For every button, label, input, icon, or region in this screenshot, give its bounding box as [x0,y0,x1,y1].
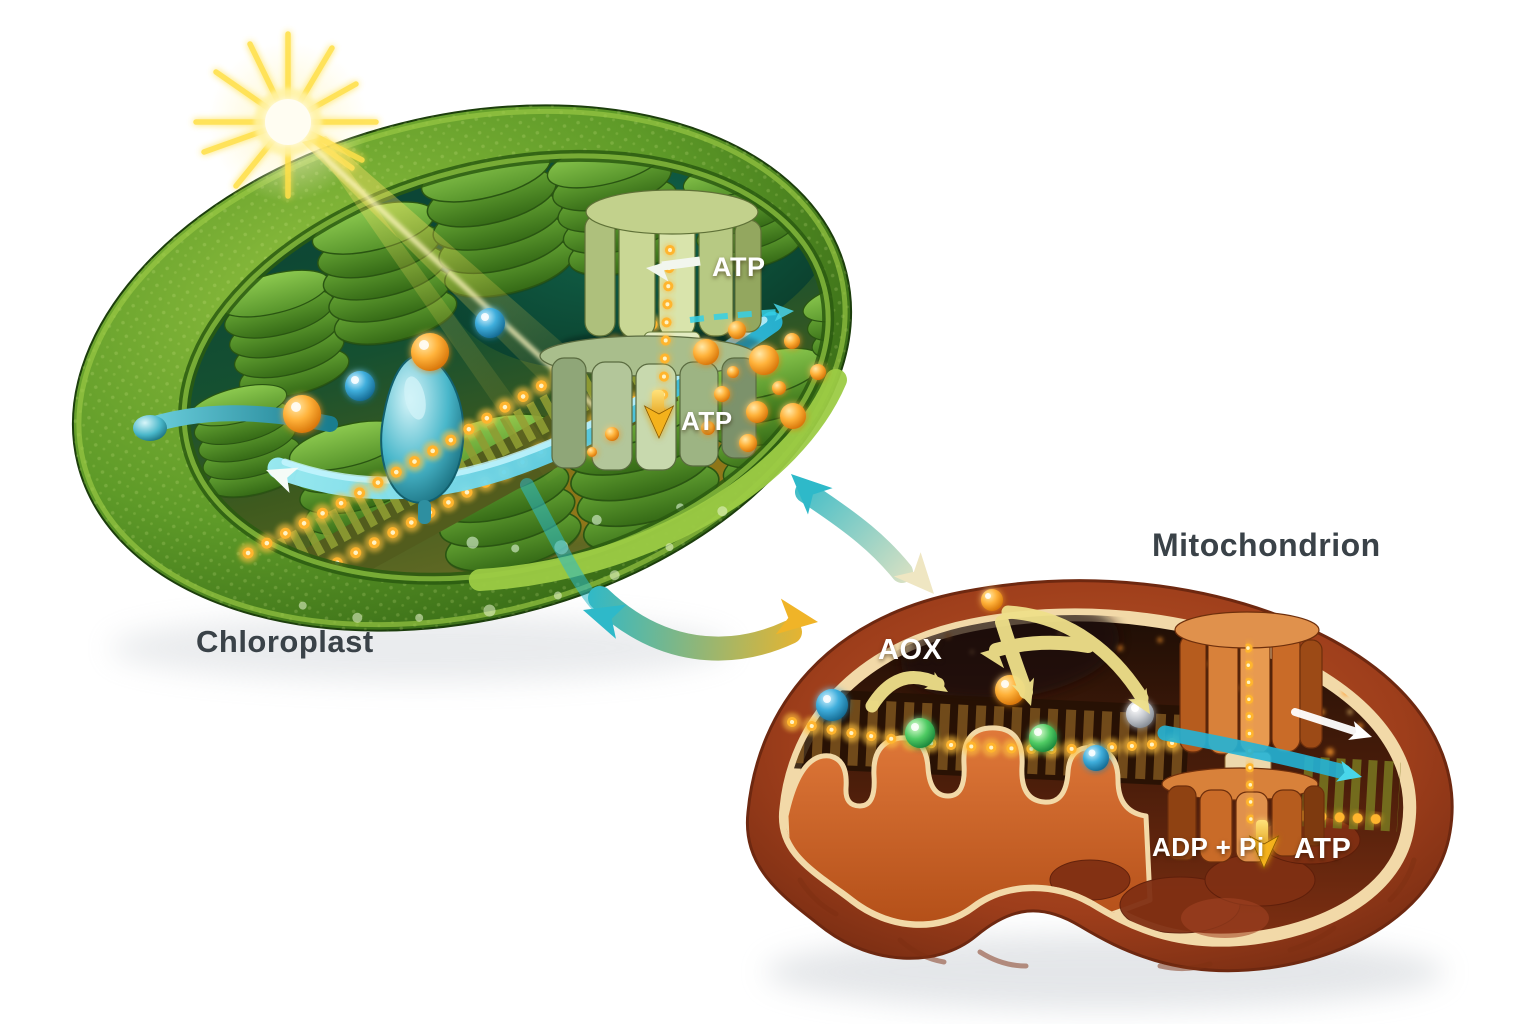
atp-output-label: ATP [681,406,733,436]
white-pointer-arrow-icon [644,256,701,282]
chloroplast-shadow [110,614,730,682]
mito-cyan-arrow-icon [1157,725,1365,788]
mito-electron-transport-chain [782,589,1218,771]
exchange-arrow-teal-icon [778,460,948,607]
atp-synthase-label: ATP [712,252,766,282]
cut-shell-lip [468,368,847,591]
aox-label: AOX [878,634,943,666]
chloroplast-illustration: ATP ATP [71,31,874,635]
chloroplast-title: Chloroplast [196,624,374,659]
atp-molecules [587,321,826,457]
mito-atp-label: ATP [1294,833,1351,865]
mitochondrion-illustration: AOX ADP + Pi ATP [745,579,1454,973]
membrane-ribs [797,857,1417,972]
cyan-dashed-arrow-icon [689,302,795,323]
dew-droplets [298,506,728,623]
gold-down-arrow-icon [644,390,674,439]
atp-synthase-chloroplast [539,189,762,471]
mito-white-arrow-icon [1291,708,1375,747]
gold-down-arrow-icon [1249,820,1279,869]
mitochondrion-title: Mitochondrion [1152,527,1381,563]
adp-pi-label: ADP + Pi [1152,832,1265,862]
atp-synthase-mitochondrion [1161,611,1325,869]
exchange-arrow-gold-icon [520,478,821,661]
aox-arrows-icon [865,605,1160,720]
